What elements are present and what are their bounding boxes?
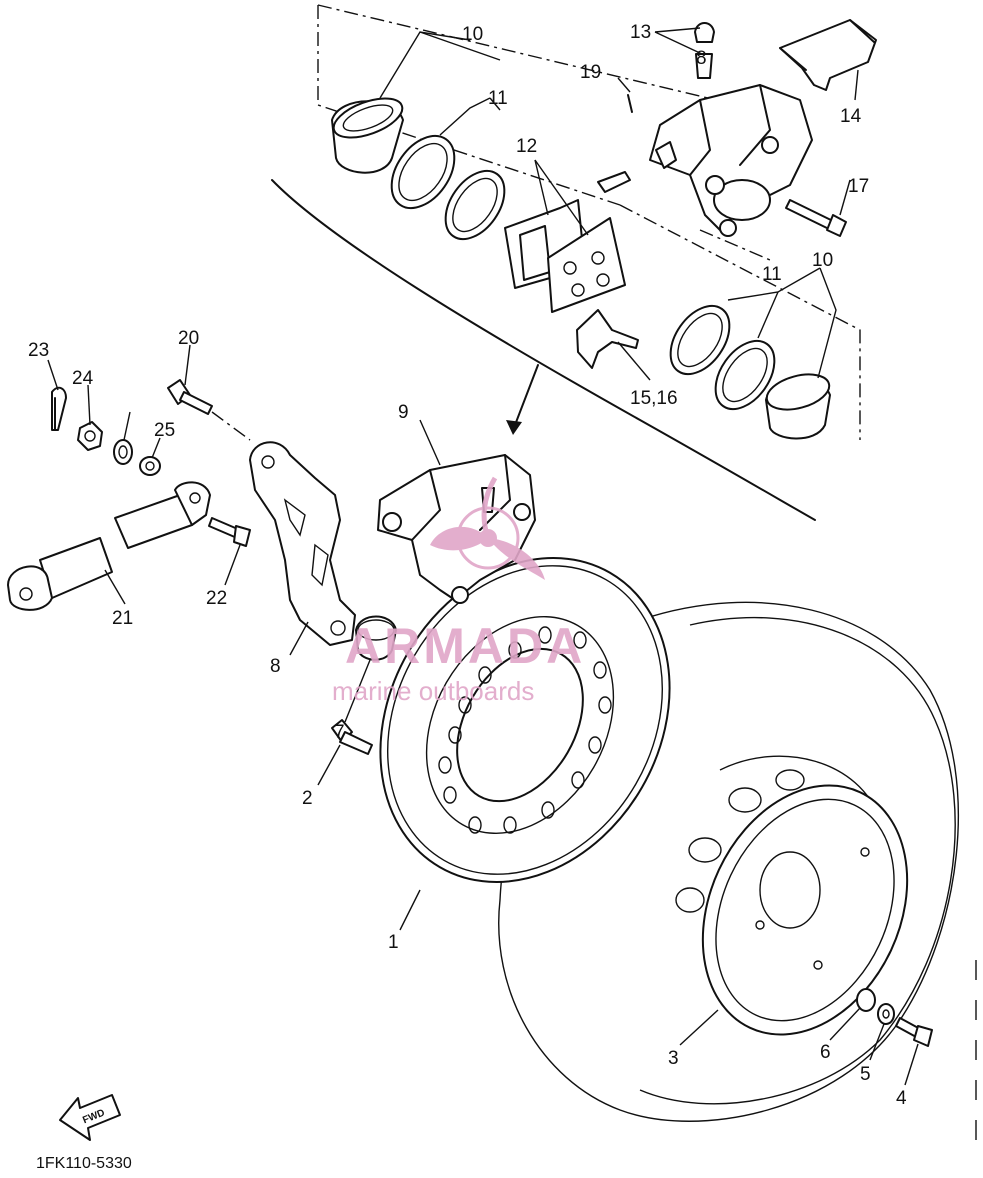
callout-23: 24 xyxy=(72,368,94,389)
callout-4: 4 xyxy=(896,1088,907,1109)
callout-13: 13 xyxy=(630,22,651,43)
collar-7 xyxy=(355,615,397,661)
seal-11-left-a xyxy=(390,134,456,210)
washer-5 xyxy=(877,1003,895,1025)
caliper-body-upper xyxy=(649,84,813,237)
callout-21: 22 xyxy=(206,588,227,609)
diagram-code: 1FK110-5330 xyxy=(36,1155,132,1172)
callout-2: 2 xyxy=(302,788,313,809)
callout-20: 21 xyxy=(112,608,133,629)
washer-25 xyxy=(113,439,133,465)
leader-lines xyxy=(47,27,919,1086)
callout-10-left: 10 xyxy=(462,24,483,45)
callout-6: 6 xyxy=(820,1042,831,1063)
watermark-brand: ARMADA xyxy=(345,618,585,674)
bolt-21 xyxy=(208,517,251,547)
callout-10-right: 10 xyxy=(812,250,833,271)
watermark-tagline: marine outboards xyxy=(332,676,534,706)
callout-5: 5 xyxy=(860,1064,871,1085)
bolt-4 xyxy=(895,1017,933,1047)
pad-spring-15-16 xyxy=(576,309,639,369)
callout-18: 19 xyxy=(580,62,601,83)
callout-12: 12 xyxy=(516,136,537,157)
callout-11-left: 11 xyxy=(488,88,508,109)
callout-labels: 10 11 12 13 8 19 14 17 10 11 15,16 20 9 … xyxy=(28,22,907,1109)
callout-14: 14 xyxy=(840,106,862,127)
brake-pads-12 xyxy=(504,199,626,313)
callout-15-16: 15,16 xyxy=(630,388,678,409)
bolt-17 xyxy=(785,199,847,237)
caliper-bracket-8 xyxy=(249,441,356,646)
disc-holes xyxy=(438,626,612,834)
callout-17: 17 xyxy=(848,176,869,197)
seal-11-right-b xyxy=(714,339,776,411)
callout-9: 9 xyxy=(398,402,409,423)
callout-22: 23 xyxy=(28,340,49,361)
washer-24 xyxy=(139,456,161,476)
callout-3: 3 xyxy=(668,1048,679,1069)
callout-1: 1 xyxy=(388,932,399,953)
bolt-2 xyxy=(331,719,373,755)
hub-plate-3 xyxy=(701,784,909,1036)
fwd-arrow-icon: FWD xyxy=(59,1094,121,1141)
callout-8-upper: 8 xyxy=(696,48,707,69)
callout-7: 7 xyxy=(334,722,345,743)
bolt-19 xyxy=(167,379,251,441)
callout-19: 20 xyxy=(178,328,199,349)
pad-pin-18 xyxy=(597,94,633,193)
piston-10-right xyxy=(765,373,831,440)
bleed-screw-13 xyxy=(694,22,715,79)
assembly-arrow xyxy=(506,364,539,435)
brake-disc-1 xyxy=(379,557,671,883)
caliper-subassembly-view xyxy=(271,4,861,521)
armada-watermark: ARMADA marine outboards xyxy=(332,476,585,706)
seal-11-left-b xyxy=(444,169,506,241)
caliper-cover-14 xyxy=(779,19,877,91)
cotter-pin-22 xyxy=(51,386,67,431)
piston-10-left xyxy=(331,97,404,174)
torque-rod-20 xyxy=(7,481,211,611)
callout-24: 25 xyxy=(154,420,175,441)
seal-11-right-a xyxy=(669,304,731,376)
callout-8: 8 xyxy=(270,656,281,677)
nut-23 xyxy=(77,421,103,451)
watermark-logo-icon xyxy=(430,476,545,580)
callout-11-right: 11 xyxy=(762,264,782,285)
washer-6 xyxy=(856,988,876,1012)
